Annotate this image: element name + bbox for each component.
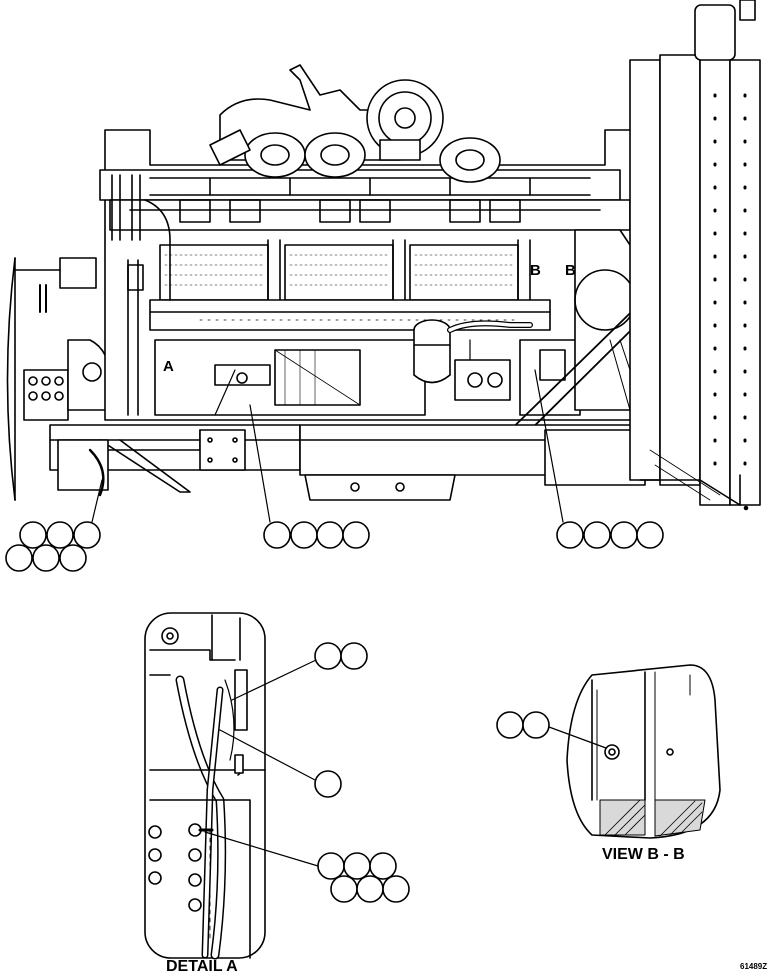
- view-b-b-drawing: [566, 664, 721, 839]
- section-marker-b-right: B: [565, 262, 576, 279]
- callout-balloons-detail-a: [204, 642, 410, 903]
- figure-number: 61489Z: [740, 962, 768, 971]
- detail-a-drawing: [144, 612, 266, 960]
- section-marker-b-left: B: [530, 262, 541, 279]
- detail-a-caption: DETAIL A: [166, 958, 238, 975]
- engine-assembly: [6, 0, 761, 511]
- section-marker-a: A: [163, 358, 174, 375]
- callout-balloons-view-b: [496, 711, 607, 749]
- view-b-b-caption: VIEW B - B: [602, 846, 685, 863]
- callout-balloons-main: [5, 369, 664, 572]
